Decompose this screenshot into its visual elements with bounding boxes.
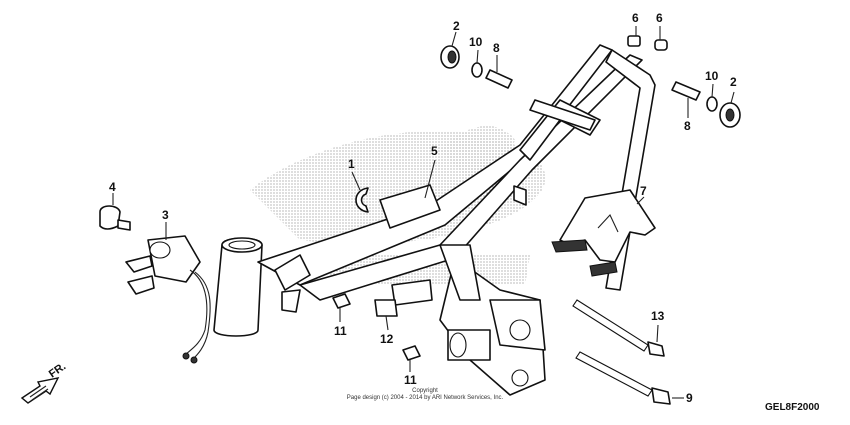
part-4-cap <box>99 205 131 231</box>
part-3-ignition-switch <box>125 235 211 364</box>
callout-6-left: 6 <box>632 11 639 25</box>
callout-2-right: 2 <box>730 75 737 89</box>
callout-4: 4 <box>109 180 116 194</box>
part-11-nut-lower <box>402 345 421 361</box>
callout-11-lower: 11 <box>404 373 417 387</box>
front-direction-label: FR. <box>47 360 68 380</box>
callout-7: 7 <box>640 184 647 198</box>
part-13-long-bolt <box>572 299 665 357</box>
part-1-clip <box>355 187 369 213</box>
callout-6-right: 6 <box>656 11 663 25</box>
part-7-bracket <box>551 189 656 277</box>
callout-1: 1 <box>348 157 355 171</box>
part-2-grommet-left <box>440 45 460 69</box>
callout-3: 3 <box>162 208 169 222</box>
callout-2-left: 2 <box>453 19 460 33</box>
part-8-bolt-right <box>671 81 701 101</box>
callout-12: 12 <box>380 332 394 346</box>
diagram-code: GEL8F2000 <box>765 402 820 413</box>
callout-10-left: 10 <box>469 35 483 49</box>
part-9-long-bolt <box>575 351 671 405</box>
callout-9: 9 <box>686 391 693 405</box>
copyright-line-1: Copyright <box>412 388 438 394</box>
part-2-grommet-right <box>719 102 741 128</box>
callout-8-right: 8 <box>684 119 691 133</box>
callout-11-upper: 11 <box>334 324 347 338</box>
front-direction-arrow: FR. <box>20 360 68 404</box>
copyright-line-2: Page design (c) 2004 - 2014 by ARI Netwo… <box>346 395 504 401</box>
callout-10-right: 10 <box>705 69 719 83</box>
callouts: 1 2 2 3 4 5 6 6 7 8 8 9 10 10 11 11 12 1… <box>109 11 737 405</box>
part-6-nut-left <box>627 35 641 47</box>
callout-8-left: 8 <box>493 41 500 55</box>
copyright-notice: Copyright Page design (c) 2004 - 2014 by… <box>330 388 520 402</box>
part-12-plate <box>374 299 398 317</box>
part-11-nut-upper <box>332 293 351 309</box>
callout-5: 5 <box>431 144 438 158</box>
part-10-washer-left <box>471 62 483 78</box>
part-8-bolt-left <box>485 69 513 89</box>
part-6-nut-right <box>654 39 668 51</box>
frame-body <box>213 44 656 396</box>
leader-lines <box>112 26 735 399</box>
part-10-washer-right <box>706 96 718 112</box>
callout-13: 13 <box>651 309 665 323</box>
